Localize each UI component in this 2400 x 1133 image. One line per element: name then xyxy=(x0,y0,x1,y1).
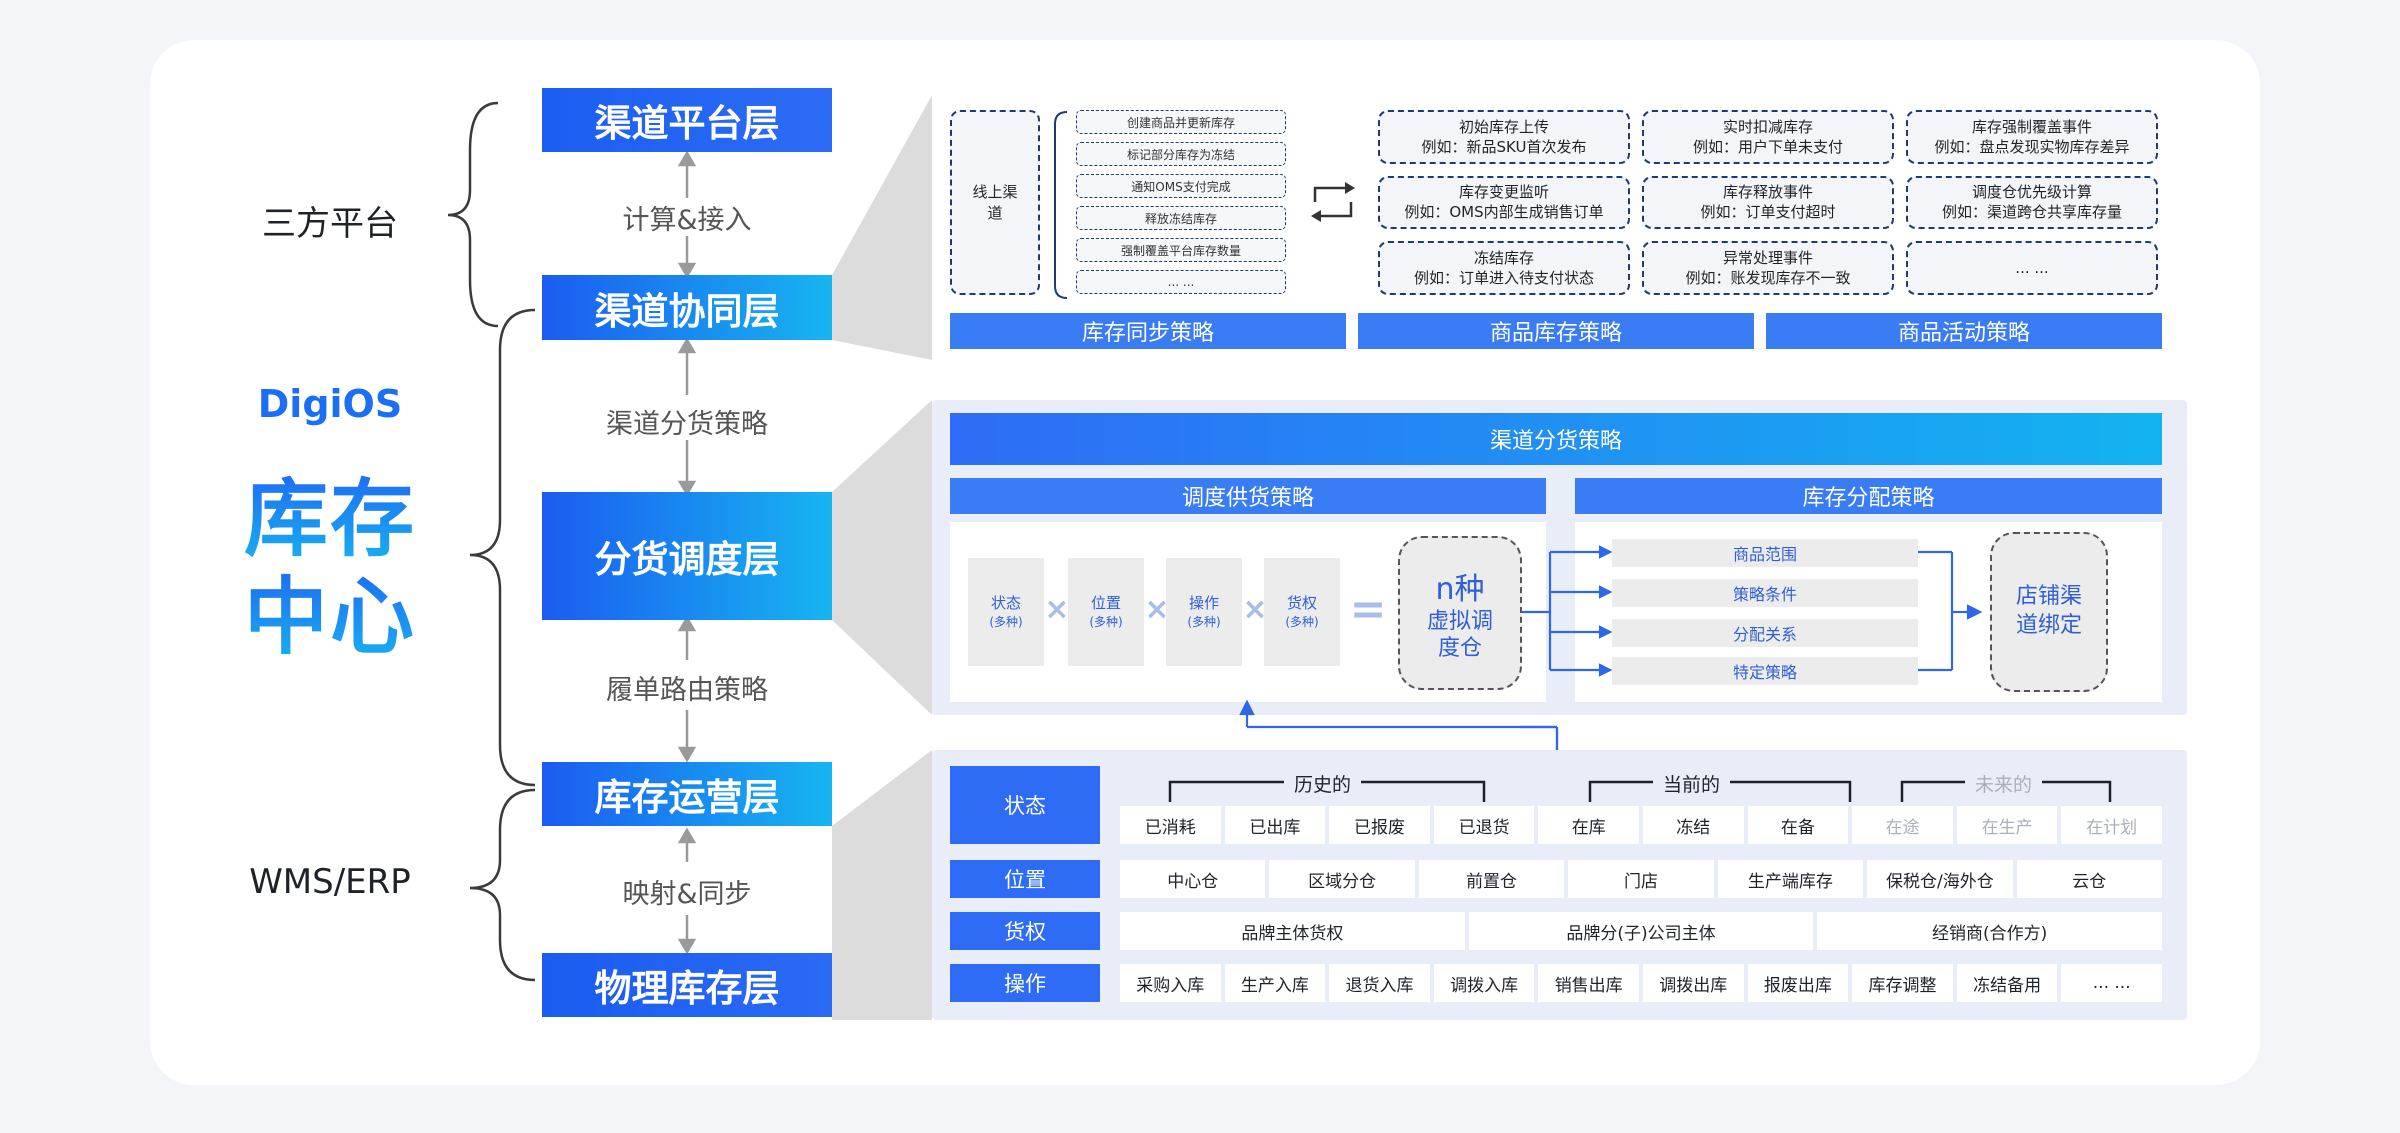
times-icon: × xyxy=(1144,592,1170,627)
location-cell: 保税仓/海外仓 xyxy=(1867,860,2013,898)
ownership-cell: 经销商(合作方) xyxy=(1817,912,2162,950)
strip-product-inventory: 商品库存策略 xyxy=(1358,313,1754,349)
times-icon: × xyxy=(1242,592,1268,627)
event-box: 库存释放事件例如：订单支付超时 xyxy=(1642,175,1894,230)
event-box: 冻结库存例如：订单进入待支付状态 xyxy=(1378,241,1630,295)
status-cell: 在库 xyxy=(1538,806,1639,844)
operation-cell: 生产入库 xyxy=(1224,964,1326,1002)
connector-calc-access: 计算&接入 xyxy=(622,205,752,236)
digios-brand: DigiOS xyxy=(257,382,403,426)
tile-location: 位置(多种) xyxy=(1068,558,1144,666)
strip-inventory-sync: 库存同步策略 xyxy=(950,313,1346,349)
action-item: 通知OMS支付完成 xyxy=(1076,174,1286,198)
row-label-location: 位置 xyxy=(950,860,1100,898)
condition-item: 商品范围 xyxy=(1612,539,1918,567)
status-cell: 已报废 xyxy=(1329,806,1430,844)
flow-arrows xyxy=(1520,545,1983,752)
status-cell: 已出库 xyxy=(1224,806,1326,844)
location-cell: 区域分仓 xyxy=(1269,860,1415,898)
event-box: 初始库存上传例如：新品SKU首次发布 xyxy=(1378,110,1630,164)
condition-item: 分配关系 xyxy=(1612,619,1918,647)
shop-channel-bind: 店铺渠道绑定 xyxy=(1990,532,2108,692)
operation-cell: 采购入库 xyxy=(1120,964,1221,1002)
status-cell: 在生产 xyxy=(1956,806,2058,844)
wms-erp-label: WMS/ERP xyxy=(249,862,411,902)
location-cell: 前置仓 xyxy=(1418,860,1565,898)
location-cell: 生产端库存 xyxy=(1717,860,1864,898)
location-row: 中心仓 区域分仓 前置仓 门店 生产端库存 保税仓/海外仓 云仓 xyxy=(1120,860,2162,898)
action-item: 释放冻结库存 xyxy=(1076,206,1286,230)
event-box: 调度仓优先级计算例如：渠道跨仓共享库存量 xyxy=(1906,175,2158,230)
list-bracket xyxy=(1054,111,1068,299)
location-cell: 云仓 xyxy=(2016,860,2162,898)
status-cell: 在计划 xyxy=(2061,806,2162,844)
operation-cell: 库存调整 xyxy=(1852,964,1953,1002)
equals-icon: = xyxy=(1349,584,1387,635)
operation-cell: 调拨出库 xyxy=(1642,964,1744,1002)
row-label-ownership: 货权 xyxy=(950,912,1100,950)
condition-item: 特定策略 xyxy=(1612,657,1918,685)
ownership-row: 品牌主体货权 品牌分(子)公司主体 经销商(合作方) xyxy=(1120,912,2162,950)
ownership-cell: 品牌主体货权 xyxy=(1120,912,1465,950)
virtual-warehouse: n种 虚拟调度仓 xyxy=(1398,536,1522,690)
tile-status: 状态(多种) xyxy=(968,558,1044,666)
allocation-header: 库存分配策略 xyxy=(1575,478,2162,514)
layer-channel-platform: 渠道平台层 xyxy=(542,88,832,152)
feedback-arrow xyxy=(1239,700,1559,752)
dispatch-supply-header: 调度供货策略 xyxy=(950,478,1546,514)
layer-inventory-ops: 库存运营层 xyxy=(542,762,832,826)
status-cell: 在途 xyxy=(1852,806,1953,844)
strip-product-activity: 商品活动策略 xyxy=(1766,313,2162,349)
title-line-1: 库存 xyxy=(220,452,440,573)
event-box: 库存变更监听例如：OMS内部生成销售订单 xyxy=(1378,175,1630,230)
status-cell: 已退货 xyxy=(1433,806,1535,844)
event-box: ... ... xyxy=(1906,241,2158,295)
event-box: 库存强制覆盖事件例如：盘点发现实物库存差异 xyxy=(1906,110,2158,164)
tile-ownership: 货权(多种) xyxy=(1264,558,1340,666)
operation-cell: 退货入库 xyxy=(1329,964,1430,1002)
action-list: 创建商品并更新库存 标记部分库存为冻结 通知OMS支付完成 释放冻结库存 强制覆… xyxy=(1076,110,1286,294)
connector-fulfillment-route: 履单路由策略 xyxy=(606,675,768,706)
operation-cell: 报废出库 xyxy=(1747,964,1849,1002)
connector-map-sync: 映射&同步 xyxy=(622,879,752,910)
action-item: ... ... xyxy=(1076,270,1286,294)
operation-cell: 调拨入库 xyxy=(1433,964,1535,1002)
tile-operation: 操作(多种) xyxy=(1166,558,1242,666)
operation-row: 采购入库 生产入库 退货入库 调拨入库 销售出库 调拨出库 报废出库 库存调整 … xyxy=(1120,964,2162,1002)
status-cell: 冻结 xyxy=(1642,806,1744,844)
status-cell: 已消耗 xyxy=(1120,806,1221,844)
operation-cell: 销售出库 xyxy=(1538,964,1639,1002)
operation-cell: 冻结备用 xyxy=(1956,964,2058,1002)
event-box: 异常处理事件例如：账发现库存不一致 xyxy=(1642,241,1894,295)
timeline-history: 历史的 xyxy=(1284,770,1362,797)
location-cell: 门店 xyxy=(1568,860,1714,898)
timeline-current: 当前的 xyxy=(1653,770,1731,797)
connector-channel-split: 渠道分货策略 xyxy=(606,409,768,440)
status-cell: 在备 xyxy=(1747,806,1849,844)
layer-physical: 物理库存层 xyxy=(542,953,832,1017)
row-label-operation: 操作 xyxy=(950,964,1100,1002)
title-line-2: 中心 xyxy=(220,550,440,671)
operation-cell: ... ... xyxy=(2061,964,2162,1002)
location-cell: 中心仓 xyxy=(1120,860,1266,898)
online-channel-box: 线上渠道 xyxy=(950,110,1040,295)
layer-channel-collab: 渠道协同层 xyxy=(542,275,832,340)
event-grid: 初始库存上传例如：新品SKU首次发布 实时扣减库存例如：用户下单未支付 库存强制… xyxy=(1378,110,2158,295)
ownership-cell: 品牌分(子)公司主体 xyxy=(1468,912,1814,950)
layer-dispatch: 分货调度层 xyxy=(542,492,832,620)
action-item: 创建商品并更新库存 xyxy=(1076,110,1286,134)
event-box: 实时扣减库存例如：用户下单未支付 xyxy=(1642,110,1894,164)
times-icon: × xyxy=(1044,592,1070,627)
third-party-label: 三方平台 xyxy=(262,204,398,244)
timeline-future: 未来的 xyxy=(1965,770,2043,797)
online-channel-label: 线上渠道 xyxy=(972,183,1018,222)
row-label-status: 状态 xyxy=(950,766,1100,844)
channel-split-header: 渠道分货策略 xyxy=(950,413,2162,465)
status-row: 已消耗 已出库 已报废 已退货 在库 冻结 在备 在途 在生产 在计划 xyxy=(1120,806,2162,844)
sync-icon xyxy=(1311,182,1355,222)
action-item: 标记部分库存为冻结 xyxy=(1076,142,1286,166)
action-item: 强制覆盖平台库存数量 xyxy=(1076,238,1286,262)
condition-item: 策略条件 xyxy=(1612,579,1918,607)
